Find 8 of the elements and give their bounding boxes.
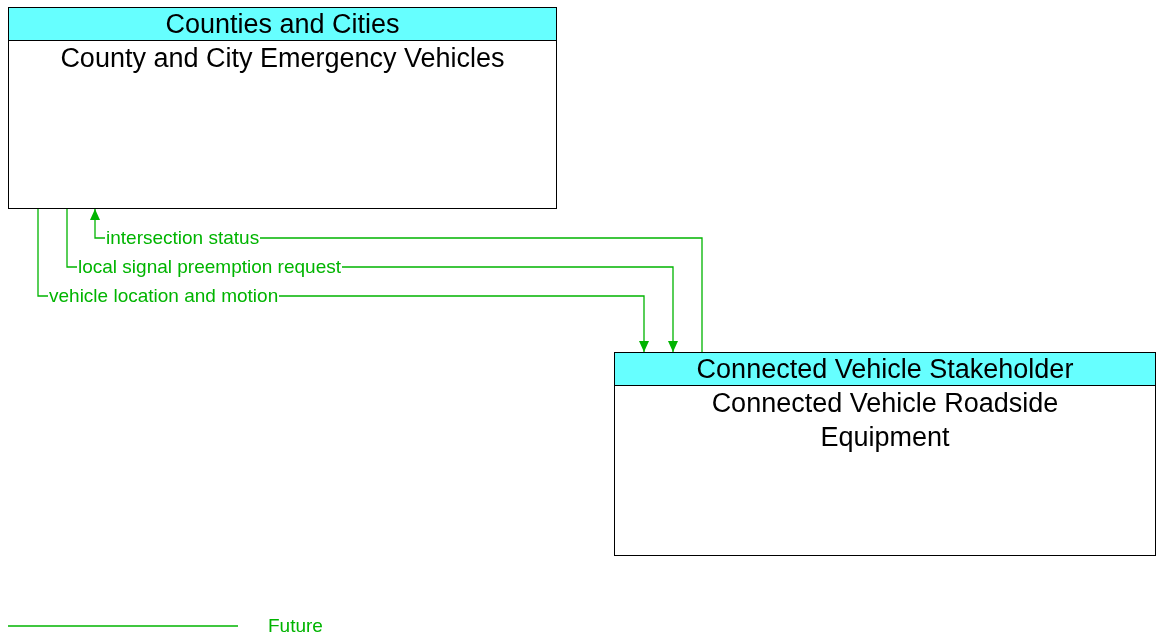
stakeholder-header: Connected Vehicle Stakeholder bbox=[615, 353, 1155, 386]
legend-label: Future bbox=[268, 615, 323, 637]
component-box bbox=[614, 352, 1156, 556]
component-box bbox=[8, 7, 557, 209]
component-name: County and City Emergency Vehicles bbox=[59, 42, 506, 75]
component-name: Connected Vehicle Roadside Equipment bbox=[710, 387, 1060, 454]
edge-label: local signal preemption request bbox=[77, 257, 342, 277]
stakeholder-header: Counties and Cities bbox=[9, 8, 556, 41]
